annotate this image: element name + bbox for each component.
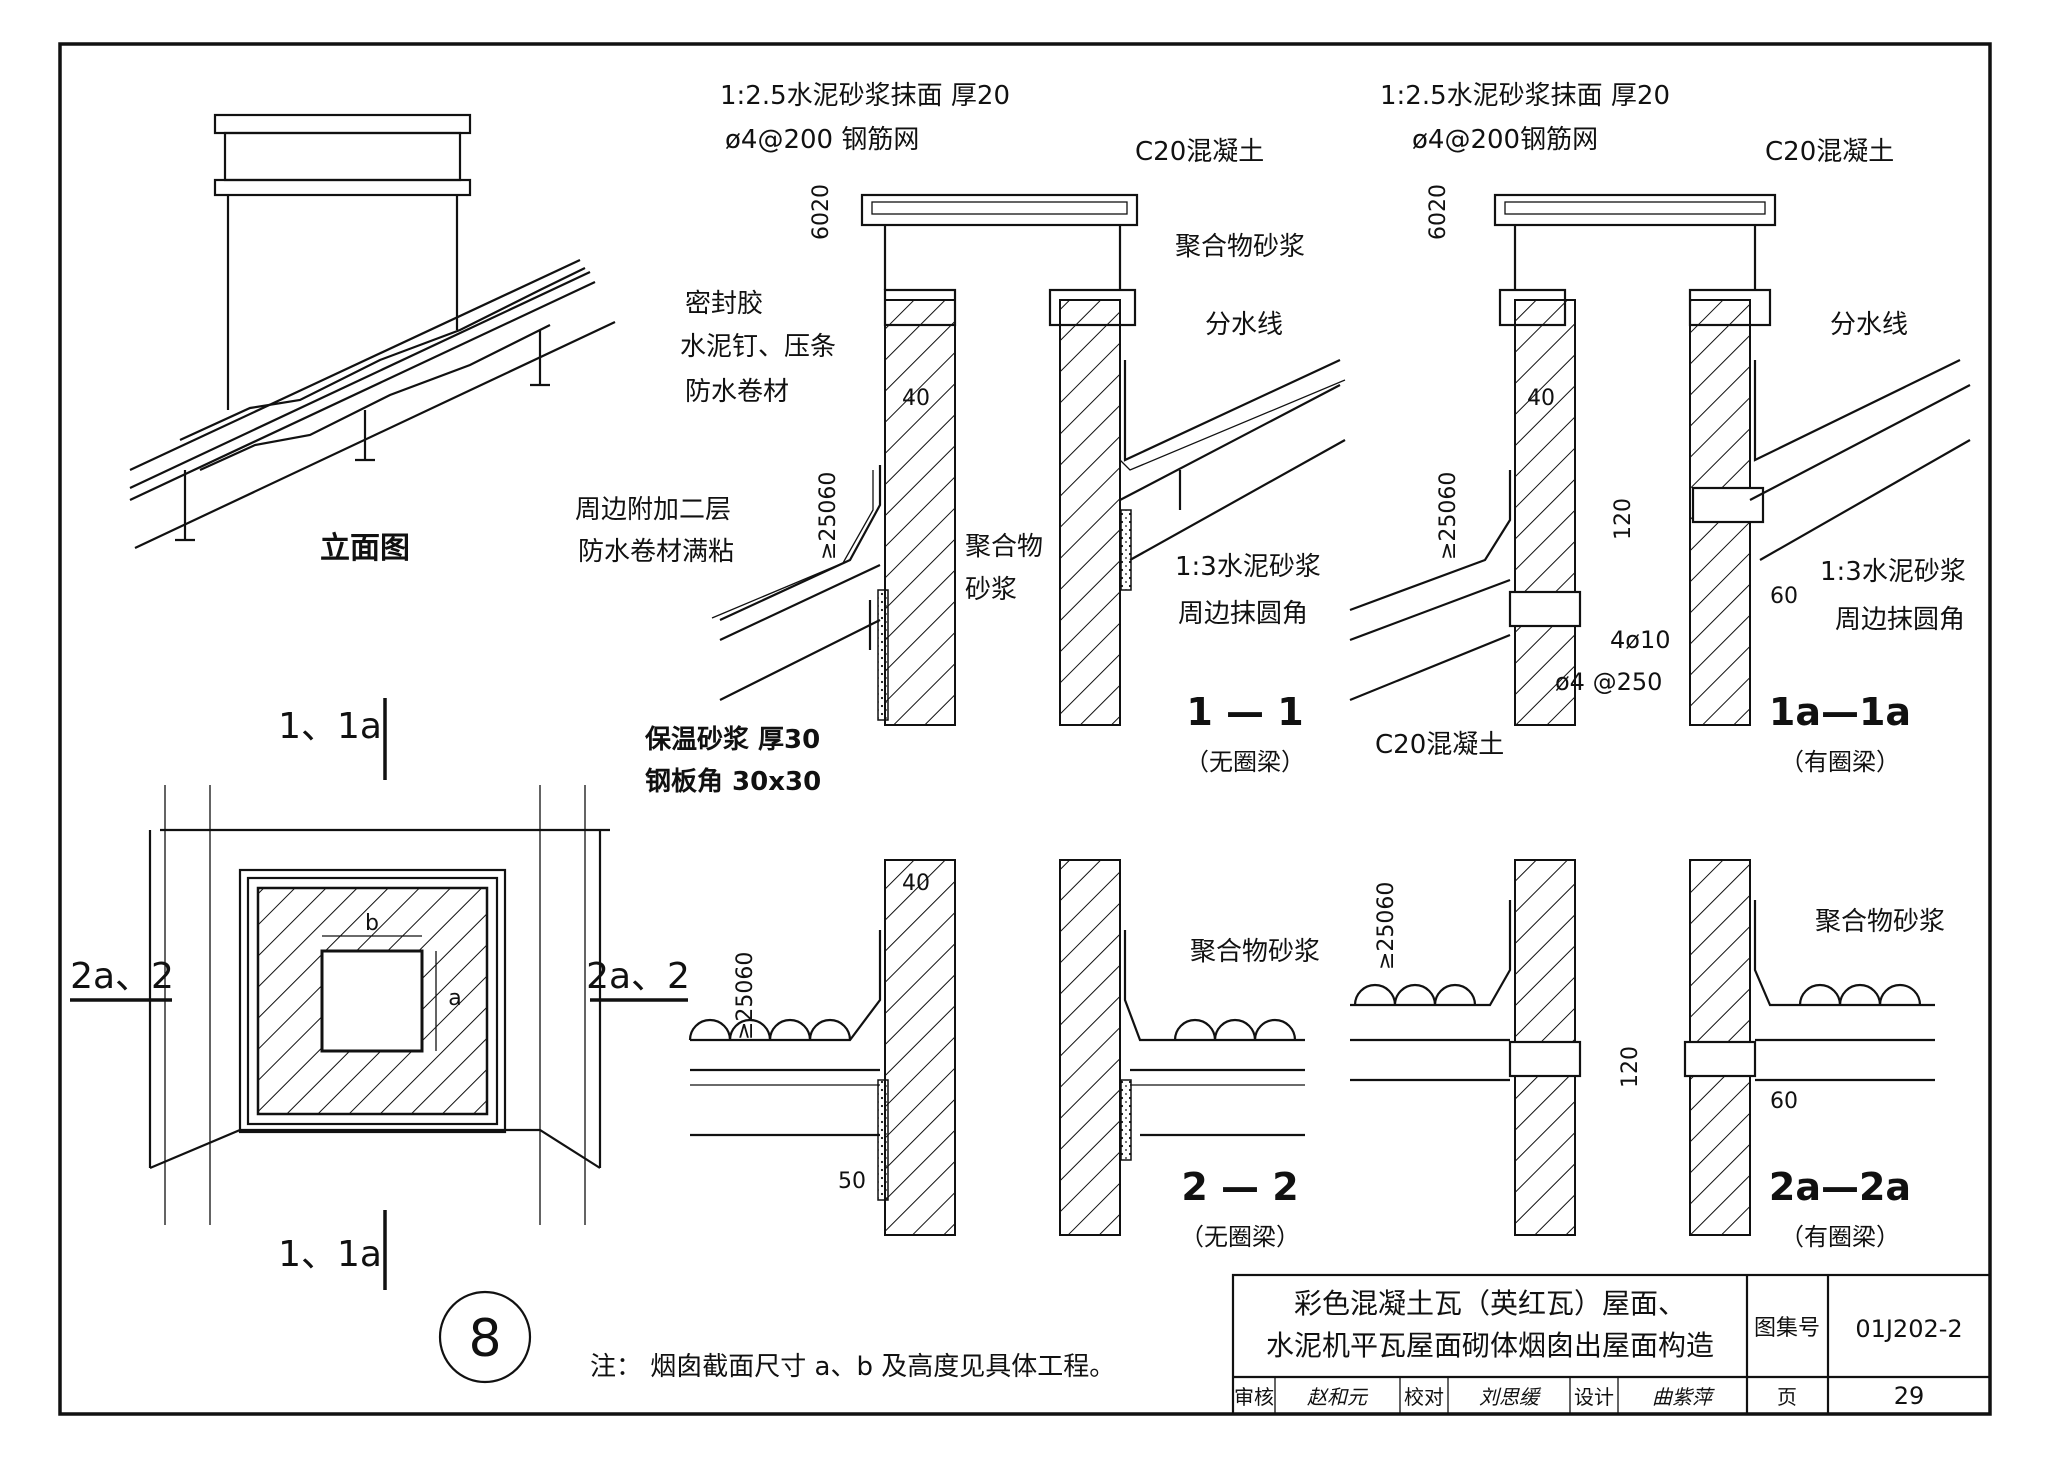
design-label: 设计 <box>1574 1385 1614 1409</box>
d1-mortar13-label: 1:3水泥砂浆 <box>1175 552 1321 582</box>
d2-polymer-mortar-label: 聚合物砂浆 <box>1190 937 1320 967</box>
check-label: 校对 <box>1404 1385 1444 1409</box>
d1-polymer-2: 砂浆 <box>965 575 1017 605</box>
d2a-dim-25060: ≥25060 <box>1374 882 1399 970</box>
d1-dim-25060: ≥25060 <box>816 472 841 560</box>
d1-extra-layer-2: 防水卷材满粘 <box>578 537 734 567</box>
d1-title: 1 — 1 <box>1186 690 1303 734</box>
detail-2-drawing <box>688 859 1305 1236</box>
d2a-left-ring-beam <box>1508 1040 1582 1078</box>
plan-section-top: 1、1a <box>278 706 382 747</box>
d1-extra-layer-1: 周边附加二层 <box>575 495 731 525</box>
d1a-dim-60: 60 <box>1770 584 1798 609</box>
page-label: 页 <box>1777 1385 1797 1409</box>
d1a-dim-6020: 6020 <box>1426 184 1451 240</box>
d1a-dim-40: 40 <box>1527 386 1555 411</box>
d2a-title: 2a—2a <box>1769 1165 1911 1209</box>
plan-dim-a: a <box>448 986 461 1011</box>
d2a-dim-60: 60 <box>1770 1089 1798 1114</box>
d1a-fillet-label: 周边抹圆角 <box>1835 605 1965 635</box>
atlas-label: 图集号 <box>1754 1316 1820 1341</box>
d2-dim-25060: ≥25060 <box>733 952 758 1040</box>
d1a-stirrup-label: ø4 @250 <box>1555 668 1662 696</box>
d1-polymer-mortar-label: 聚合物砂浆 <box>1175 232 1305 262</box>
d1a-dim-120: 120 <box>1611 498 1636 540</box>
d1-angle-label: 钢板角 30x30 <box>645 766 821 797</box>
d1a-concrete-label: C20混凝土 <box>1765 137 1894 167</box>
plan-section-left: 2a、2 <box>70 956 174 997</box>
elevation-caption: 立面图 <box>320 531 410 566</box>
d1a-title: 1a—1a <box>1769 690 1911 734</box>
d1-mesh-label: ø4@200 钢筋网 <box>725 125 919 155</box>
d1-dim-6020: 6020 <box>809 184 834 240</box>
d1-subtitle: （无圈梁） <box>1185 748 1305 776</box>
design-signature: 曲紫萍 <box>1652 1385 1715 1409</box>
plan-drawing <box>70 698 688 1290</box>
d1-insulation-label: 保温砂浆 厚30 <box>644 724 820 755</box>
detail-2a-drawing <box>1350 859 1935 1236</box>
d1a-beam-concrete-label: C20混凝土 <box>1375 730 1504 760</box>
page-number: 29 <box>1894 1382 1925 1410</box>
review-signature: 赵和元 <box>1307 1385 1369 1409</box>
d2a-right-ring-beam <box>1683 1040 1757 1078</box>
elevation-drawing <box>129 113 616 549</box>
detail-1a-drawing <box>1349 193 1971 726</box>
title-block <box>1231 1273 1992 1416</box>
d2a-dim-120: 120 <box>1618 1046 1643 1088</box>
plan-dim-b: b <box>365 911 379 936</box>
check-signature: 刘思缓 <box>1479 1385 1542 1409</box>
detail-1-drawing <box>711 193 1346 726</box>
d2-dim-50: 50 <box>838 1169 866 1194</box>
d1-nails-label: 水泥钉、压条 <box>680 332 836 362</box>
plan-section-right: 2a、2 <box>586 956 690 997</box>
title-line-1: 彩色混凝土瓦（英红瓦）屋面、 <box>1294 1287 1686 1320</box>
d1a-mesh-label: ø4@200钢筋网 <box>1412 125 1598 155</box>
review-label: 审核 <box>1234 1385 1274 1409</box>
detail-number: 8 <box>468 1309 501 1369</box>
sheet-border <box>58 42 1992 1416</box>
detail-number-circle <box>438 1290 532 1384</box>
d2-subtitle: （无圈梁） <box>1180 1223 1300 1251</box>
d1-cap-label: 1:2.5水泥砂浆抹面 厚20 <box>720 81 1010 111</box>
d1-membrane-label: 防水卷材 <box>685 377 789 407</box>
d1a-rebar-label: 4ø10 <box>1610 626 1671 654</box>
d1a-split-label: 分水线 <box>1830 310 1908 340</box>
d1-fillet-label: 周边抹圆角 <box>1178 599 1308 629</box>
d1-split-label: 分水线 <box>1205 310 1283 340</box>
d1a-dim-25060: ≥25060 <box>1436 472 1461 560</box>
d1a-cap-label: 1:2.5水泥砂浆抹面 厚20 <box>1380 81 1670 111</box>
d1a-subtitle: （有圈梁） <box>1780 748 1900 776</box>
d2a-subtitle: （有圈梁） <box>1780 1223 1900 1251</box>
d1a-mortar13-label: 1:3水泥砂浆 <box>1820 557 1966 587</box>
plan-section-bottom: 1、1a <box>278 1234 382 1275</box>
d1a-left-ring-beam <box>1508 590 1582 628</box>
title-line-2: 水泥机平瓦屋面砌体烟囱出屋面构造 <box>1266 1329 1714 1362</box>
d1-dim-40: 40 <box>902 386 930 411</box>
atlas-number: 01J202-2 <box>1855 1315 1962 1343</box>
note-text: 注： 烟囱截面尺寸 a、b 及高度见具体工程。 <box>590 1352 1115 1382</box>
d1a-right-ring-beam <box>1691 486 1765 524</box>
d2-dim-40: 40 <box>902 871 930 896</box>
d1-concrete-label: C20混凝土 <box>1135 137 1264 167</box>
d2a-polymer-mortar-label: 聚合物砂浆 <box>1815 907 1945 937</box>
d2-title: 2 — 2 <box>1181 1165 1298 1209</box>
d1-polymer-1: 聚合物 <box>965 532 1043 562</box>
d1-sealant-label: 密封胶 <box>685 289 763 319</box>
